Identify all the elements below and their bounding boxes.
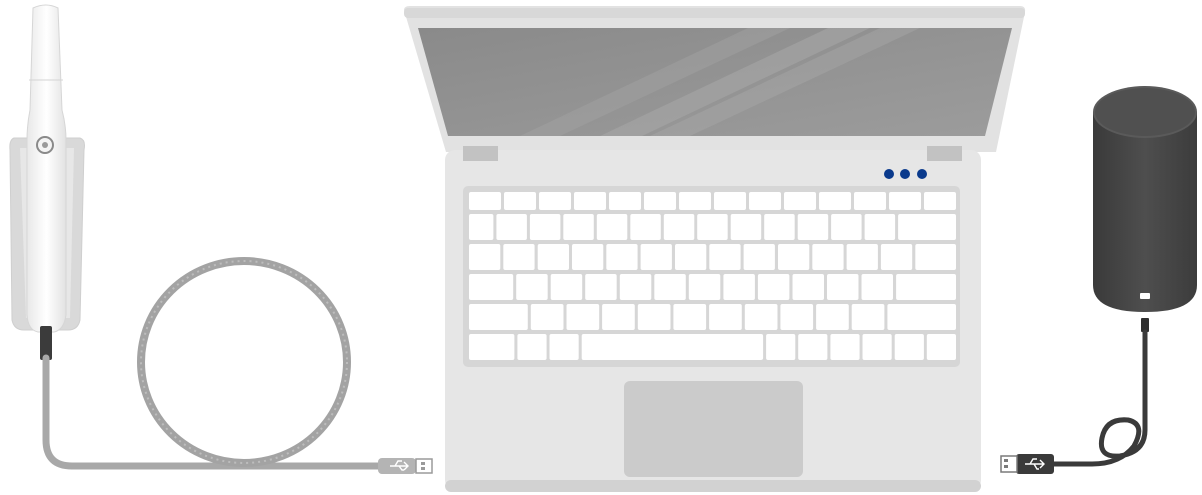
- intraoral-scanner: [10, 5, 432, 474]
- keyboard-key: [538, 244, 569, 270]
- keyboard-key: [745, 304, 778, 330]
- keyboard-key: [469, 244, 500, 270]
- keyboard-key: [654, 274, 686, 300]
- hub-port-icon: [1140, 293, 1150, 299]
- usb-a-icon: [1001, 454, 1054, 474]
- hub-cable: [1050, 332, 1145, 464]
- keyboard-key: [504, 192, 536, 210]
- keyboard-key: [881, 244, 912, 270]
- keyboard-key: [784, 192, 816, 210]
- keyboard-key: [854, 192, 886, 210]
- keyboard-key: [927, 334, 956, 360]
- keyboard-key: [679, 192, 711, 210]
- keyboard-key: [641, 244, 672, 270]
- keyboard-key: [831, 214, 862, 240]
- keyboard-key: [793, 274, 825, 300]
- keyboard-key: [758, 274, 790, 300]
- keyboard-key: [827, 274, 859, 300]
- keyboard-key: [620, 274, 652, 300]
- keyboard-key: [744, 244, 775, 270]
- keyboard-key: [469, 304, 528, 330]
- keyboard-key: [675, 244, 706, 270]
- keyboard-key: [572, 244, 603, 270]
- keyboard-key: [550, 334, 579, 360]
- keyboard-key: [915, 244, 956, 270]
- keyboard-key: [749, 192, 781, 210]
- keyboard-key: [539, 192, 571, 210]
- hub-body: [1093, 112, 1197, 312]
- keyboard-key: [714, 192, 746, 210]
- keyboard-key: [798, 214, 829, 240]
- keyboard-key: [531, 304, 564, 330]
- keyboard-key: [689, 274, 721, 300]
- keyboard-key: [798, 334, 827, 360]
- keyboard-key: [766, 334, 795, 360]
- keyboard-key: [503, 244, 534, 270]
- keyboard-key: [517, 334, 546, 360]
- keyboard-key: [630, 214, 661, 240]
- keyboard-key: [812, 244, 843, 270]
- keyboard-key: [896, 274, 956, 300]
- keyboard-key: [924, 192, 956, 210]
- keyboard-key: [830, 334, 859, 360]
- hinge-right: [927, 146, 962, 161]
- keyboard-key: [609, 192, 641, 210]
- indicator-light-icon: [917, 169, 927, 179]
- keyboard-key: [582, 334, 763, 360]
- keyboard-key: [585, 274, 617, 300]
- keyboard-key: [778, 244, 809, 270]
- keyboard-key: [847, 244, 878, 270]
- keyboard-key: [638, 304, 671, 330]
- keyboard-key: [764, 214, 795, 240]
- indicator-light-icon: [884, 169, 894, 179]
- keyboard-key: [709, 244, 740, 270]
- keyboard-key: [563, 214, 594, 240]
- keyboard-key: [723, 274, 755, 300]
- keyboard-key: [597, 214, 628, 240]
- laptop: [404, 6, 1025, 492]
- keyboard-key: [709, 304, 742, 330]
- keyboard-key: [863, 334, 892, 360]
- keyboard-key: [697, 214, 728, 240]
- keyboard-key: [469, 334, 514, 360]
- keyboard-key: [644, 192, 676, 210]
- keyboard-key: [889, 192, 921, 210]
- cylinder-hub: [1001, 86, 1197, 474]
- keyboard-key: [816, 304, 849, 330]
- keyboard-key: [496, 214, 527, 240]
- keyboard-key: [469, 274, 513, 300]
- keyboard-key: [887, 304, 956, 330]
- keyboard-key: [673, 304, 706, 330]
- keyboard-key: [895, 334, 924, 360]
- indicator-light-icon: [900, 169, 910, 179]
- keyboard-key: [530, 214, 561, 240]
- keyboard-key: [574, 192, 606, 210]
- keyboard-key: [819, 192, 851, 210]
- keyboard-key: [731, 214, 762, 240]
- keyboard-key: [551, 274, 583, 300]
- keyboard-key: [567, 304, 600, 330]
- hinge-left: [463, 146, 498, 161]
- keyboard-key: [852, 304, 885, 330]
- keyboard-key: [780, 304, 813, 330]
- keyboard-keys: [469, 192, 956, 360]
- keyboard-key: [865, 214, 896, 240]
- keyboard-key: [898, 214, 956, 240]
- keyboard-key: [664, 214, 695, 240]
- scanner-body: [27, 5, 66, 332]
- keyboard-key: [516, 274, 548, 300]
- usb-a-icon: [378, 458, 432, 474]
- keyboard-key: [469, 214, 493, 240]
- keyboard-key: [862, 274, 894, 300]
- keyboard-key: [469, 192, 501, 210]
- keyboard-key: [602, 304, 635, 330]
- scanner-cable-coil: [141, 261, 347, 463]
- keyboard-key: [606, 244, 637, 270]
- trackpad: [624, 381, 803, 477]
